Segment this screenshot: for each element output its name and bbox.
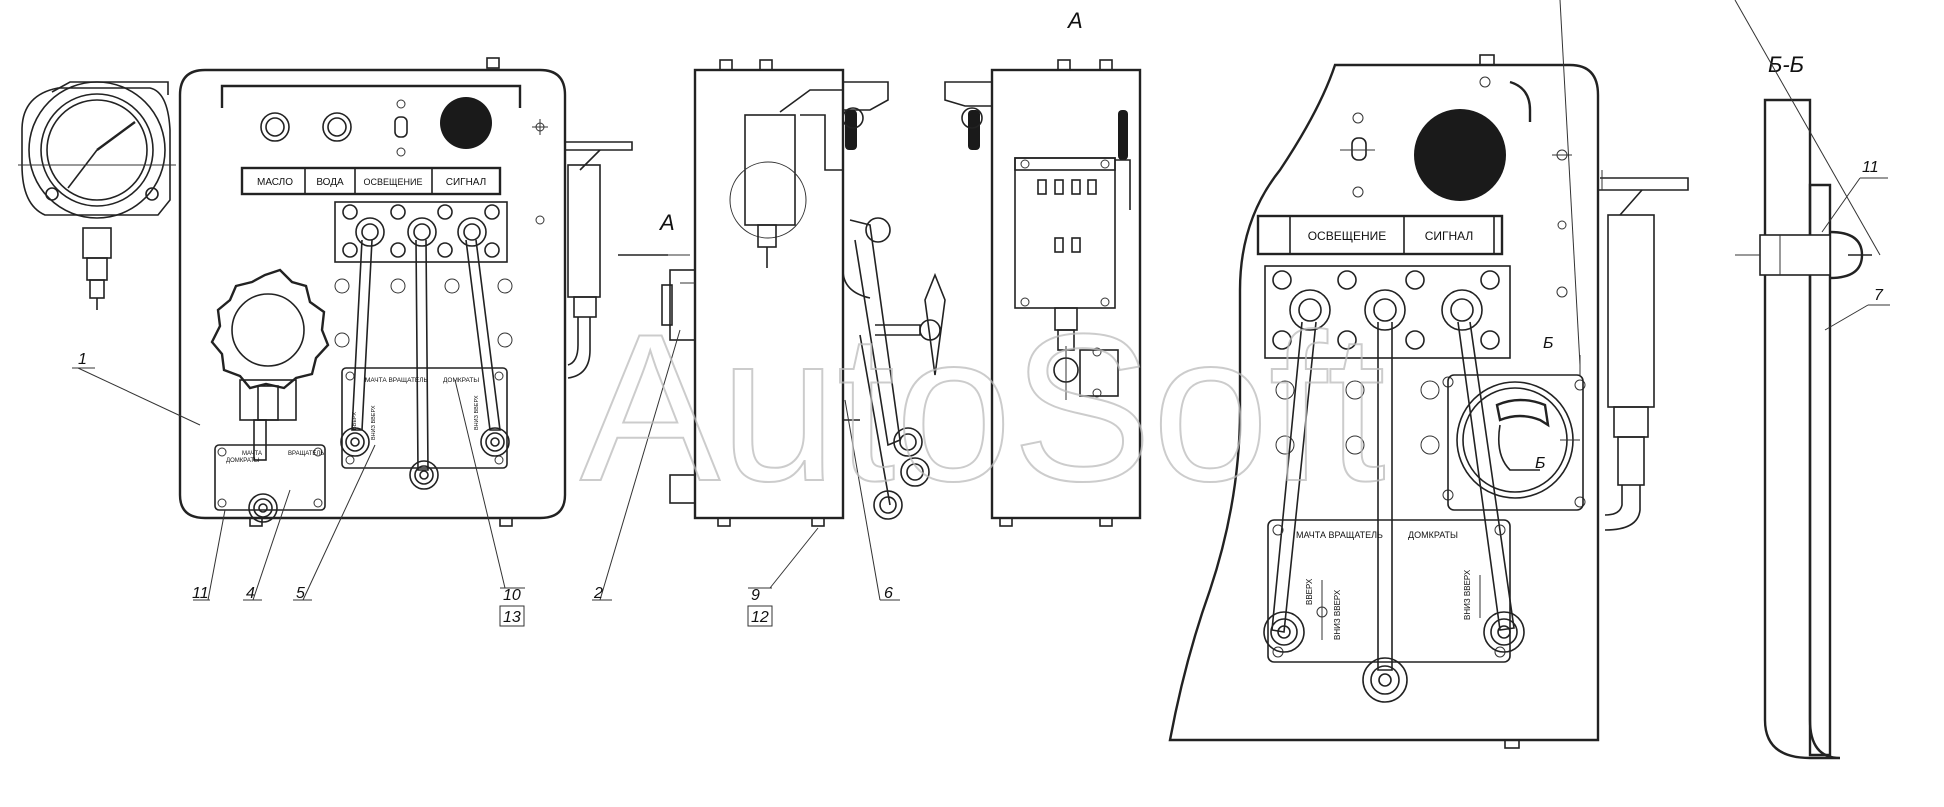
svg-text:ВНИЗ ВВЕРХ: ВНИЗ ВВЕРХ — [371, 405, 377, 440]
signal-horn-speaker — [440, 97, 492, 149]
side-view: А — [618, 59, 946, 527]
svg-text:ВНИЗ ВВЕРХ: ВНИЗ ВВЕРХ — [1333, 589, 1342, 640]
callout-11-right: 11 — [1862, 159, 1879, 176]
callout-10: 10 — [503, 587, 521, 604]
svg-text:ВВЕРХ: ВВЕРХ — [352, 412, 358, 430]
valve-block — [334, 201, 508, 263]
star-knob — [210, 268, 330, 461]
callout-11-left: 11 — [192, 585, 209, 602]
section-mark-2: Б — [1535, 455, 1545, 472]
svg-text:ВНИЗ ВВЕРХ: ВНИЗ ВВЕРХ — [474, 395, 480, 430]
section-bb: Б-Б — [1734, 0, 1881, 760]
front-label-strip: МАСЛО ВОДА ОСВЕЩЕНИЕ СИГНАЛ — [240, 166, 502, 196]
callout-13: 13 — [503, 609, 521, 626]
svg-text:ВНИЗ ВВЕРХ: ВНИЗ ВВЕРХ — [1463, 569, 1472, 620]
svg-text:ДОМКРАТЫ: ДОМКРАТЫ — [443, 377, 479, 384]
callouts: 1 11 4 5 10 13 2 9 12 6 11 — [72, 159, 1890, 627]
label-lighting: ОСВЕЩЕНИЕ — [364, 177, 423, 187]
front-lever-plate: МАЧТА ВРАЩАТЕЛЬ ДОМКРАТЫ ВВЕРХ ВНИЗ ВВЕР… — [341, 367, 508, 469]
svg-text:ВВЕРХ: ВВЕРХ — [1305, 578, 1314, 605]
svg-text:ДОМКРАТЫ: ДОМКРАТЫ — [1408, 530, 1458, 540]
label-signal: СИГНАЛ — [446, 177, 487, 188]
svg-text:МАЧТА ВРАЩАТЕЛЬ: МАЧТА ВРАЩАТЕЛЬ — [1296, 530, 1383, 540]
callout-7: 7 — [1874, 287, 1884, 304]
front-small-plate: МАЧТА ДОМКРАТЫ ВРАЩАТЕЛЬ — [214, 444, 326, 511]
enlarged-label-signal: СИГНАЛ — [1425, 229, 1474, 243]
callout-9: 9 — [751, 587, 760, 604]
section-bb-title: Б-Б — [1768, 52, 1804, 77]
callout-1: 1 — [78, 351, 87, 368]
watermark-text: AutoSoft — [580, 290, 1386, 525]
svg-text:МАЧТА: МАЧТА — [242, 451, 262, 457]
view-a-title: А — [1066, 8, 1083, 33]
label-oil: МАСЛО — [257, 177, 293, 188]
callout-4: 4 — [246, 585, 255, 602]
front-panel-outline — [178, 68, 567, 520]
enlarged-panel-outline — [1168, 63, 1600, 742]
enlarged-label-strip: ОСВЕЩЕНИЕ СИГНАЛ — [1256, 214, 1504, 256]
view-a: А — [944, 8, 1142, 527]
label-water: ВОДА — [316, 177, 344, 188]
pressure-gauge — [18, 81, 176, 310]
enlarged-valve-block — [1264, 265, 1511, 359]
enlarged-lever-plate: МАЧТА ВРАЩАТЕЛЬ ДОМКРАТЫ ВВЕРХ ВНИЗ ВВЕР… — [1267, 519, 1511, 663]
callout-6: 6 — [884, 585, 893, 602]
svg-text:ДОМКРАТЫ: ДОМКРАТЫ — [226, 458, 259, 464]
enlarged-label-lighting: ОСВЕЩЕНИЕ — [1308, 229, 1387, 243]
enlarged-view: ОСВЕЩЕНИЕ СИГНАЛ Б Б — [1168, 0, 1689, 749]
callout-2: 2 — [593, 585, 603, 602]
svg-text:МАЧТА ВРАЩАТЕЛЬ: МАЧТА ВРАЩАТЕЛЬ — [365, 377, 428, 384]
enlarged-signal-horn — [1414, 109, 1506, 201]
front-view: МАСЛО ВОДА ОСВЕЩЕНИЕ СИГНАЛ МАЧТА ВРАЩАТ… — [18, 57, 690, 527]
callout-12: 12 — [751, 609, 769, 626]
callout-5: 5 — [296, 585, 305, 602]
view-a-marker: А — [658, 210, 675, 235]
section-mark-1: Б — [1543, 335, 1553, 352]
svg-text:ВРАЩАТЕЛЬ: ВРАЩАТЕЛЬ — [288, 451, 324, 457]
